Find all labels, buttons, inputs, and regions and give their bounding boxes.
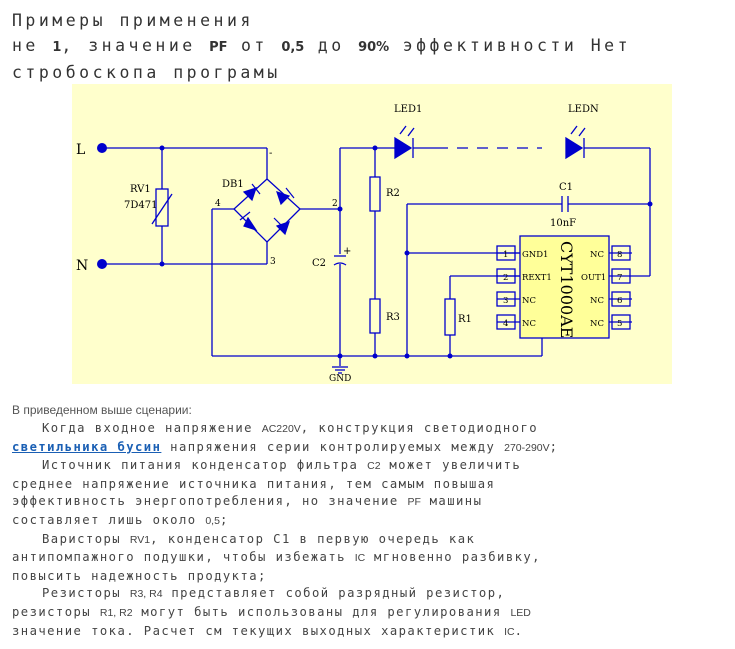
pin-label-gnd1: GND1 (522, 250, 548, 260)
label-R1: R1 (458, 314, 472, 325)
p4-line1: Резисторы R3, R4 представляет собой разр… (42, 586, 506, 601)
label-10nF: 10nF (550, 218, 576, 229)
pin-label-nc3: NC (522, 296, 536, 306)
label-C2: C2 (312, 258, 326, 269)
circuit-schematic: L N RV1 7D471 DB1 4 2 3 - + C2 R2 R3 R1 … (72, 84, 672, 384)
label-R3: R3 (386, 312, 400, 323)
p4-line3: значение тока. Расчет см текущих выходны… (12, 623, 524, 638)
title-line-2: не 1, значение PF от 0,5 до 90% эффектив… (12, 36, 632, 55)
label-DB1: DB1 (222, 179, 244, 190)
p4-line2: резисторы R1, R2 могут быть использованы… (12, 604, 531, 619)
label-7D471: 7D471 (124, 200, 157, 211)
article-body: Когда входное напряжение AC220V, констру… (12, 420, 727, 641)
svg-text:8: 8 (617, 250, 622, 260)
p2-line2: среднее напряжение источника питания, те… (12, 476, 496, 491)
label-GND: GND (329, 374, 351, 384)
pin-label-rext1: REXT1 (522, 273, 552, 283)
ic-body (519, 235, 610, 339)
intro-text: В приведенном выше сценарии: (12, 403, 192, 417)
svg-text:6: 6 (617, 296, 622, 306)
label-plus: + (343, 246, 351, 257)
pin-label-nc5: NC (590, 319, 604, 329)
ic-name: CYT1000AE (557, 241, 576, 338)
label-pin3: 3 (270, 257, 276, 267)
label-LED1: LED1 (394, 104, 422, 115)
label-pin2: 2 (332, 199, 338, 209)
label-pin4: 4 (215, 199, 221, 209)
title-line-1: Примеры применения (12, 11, 254, 30)
label-L: L (76, 142, 85, 158)
label-R2: R2 (386, 188, 400, 199)
svg-text:3: 3 (503, 296, 508, 306)
svg-text:1: 1 (503, 250, 508, 260)
label-minus: - (269, 148, 272, 159)
pin-label-nc6: NC (590, 296, 604, 306)
label-LEDN: LEDN (568, 104, 599, 115)
p2-line4: составляет лишь около 0,5; (12, 512, 229, 527)
svg-text:5: 5 (617, 319, 622, 329)
title-line-3: стробоскопа програмы (12, 63, 281, 82)
p2-line3: эффективность энергопотребления, но знач… (12, 494, 483, 509)
label-N: N (76, 258, 88, 274)
pin-label-nc4: NC (522, 319, 536, 329)
page-title: Примеры применения не 1, значение PF от … (12, 8, 727, 85)
p3-line1: Варисторы RV1, конденсатор C1 в первую о… (42, 531, 476, 546)
p3-line2: антипомпажного подушки, чтобы избежать I… (12, 550, 541, 565)
p3-line3: повысить надежность продукта; (12, 568, 267, 583)
label-C1: C1 (559, 182, 573, 193)
p2-line1: Источник питания конденсатор фильтра C2 … (42, 458, 522, 473)
svg-text:4: 4 (503, 319, 508, 329)
svg-text:7: 7 (617, 273, 622, 283)
label-RV1: RV1 (130, 184, 151, 195)
p1-line1: Когда входное напряжение AC220V, констру… (42, 421, 539, 435)
pin-label-out1: OUT1 (581, 273, 606, 283)
p1-line2: светильника бусин напряжения серии контр… (12, 439, 559, 454)
light-beads-link[interactable]: светильника бусин (12, 439, 162, 454)
svg-text:2: 2 (503, 273, 508, 283)
pin-label-nc8: NC (590, 250, 604, 260)
